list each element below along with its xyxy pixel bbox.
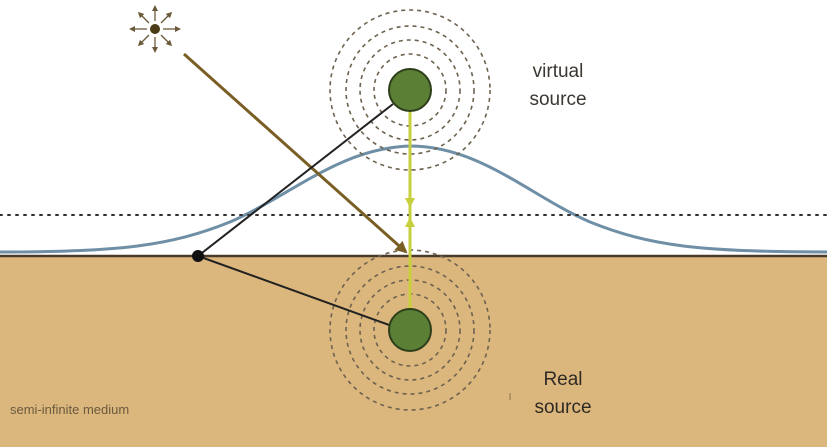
incident-ray	[183, 52, 408, 254]
real-source-label: Real source	[515, 366, 611, 422]
virtual-source-rings	[329, 9, 491, 171]
medium-label: semi-infinite medium	[10, 402, 130, 417]
sun-icon	[129, 5, 181, 53]
real-label-line1: Real	[543, 369, 583, 390]
real-source	[388, 308, 432, 352]
path-to-real-source	[197, 255, 393, 327]
detection-point	[192, 250, 204, 262]
path-to-virtual-source	[197, 103, 394, 257]
virtual-label-line1: virtual	[532, 61, 584, 82]
real-label-line2: source	[534, 397, 592, 418]
gaussian-curve	[0, 144, 827, 254]
virtual-source	[388, 68, 432, 112]
virtual-label-line2: source	[529, 89, 587, 110]
virtual-source-label: virtual source	[510, 58, 606, 114]
